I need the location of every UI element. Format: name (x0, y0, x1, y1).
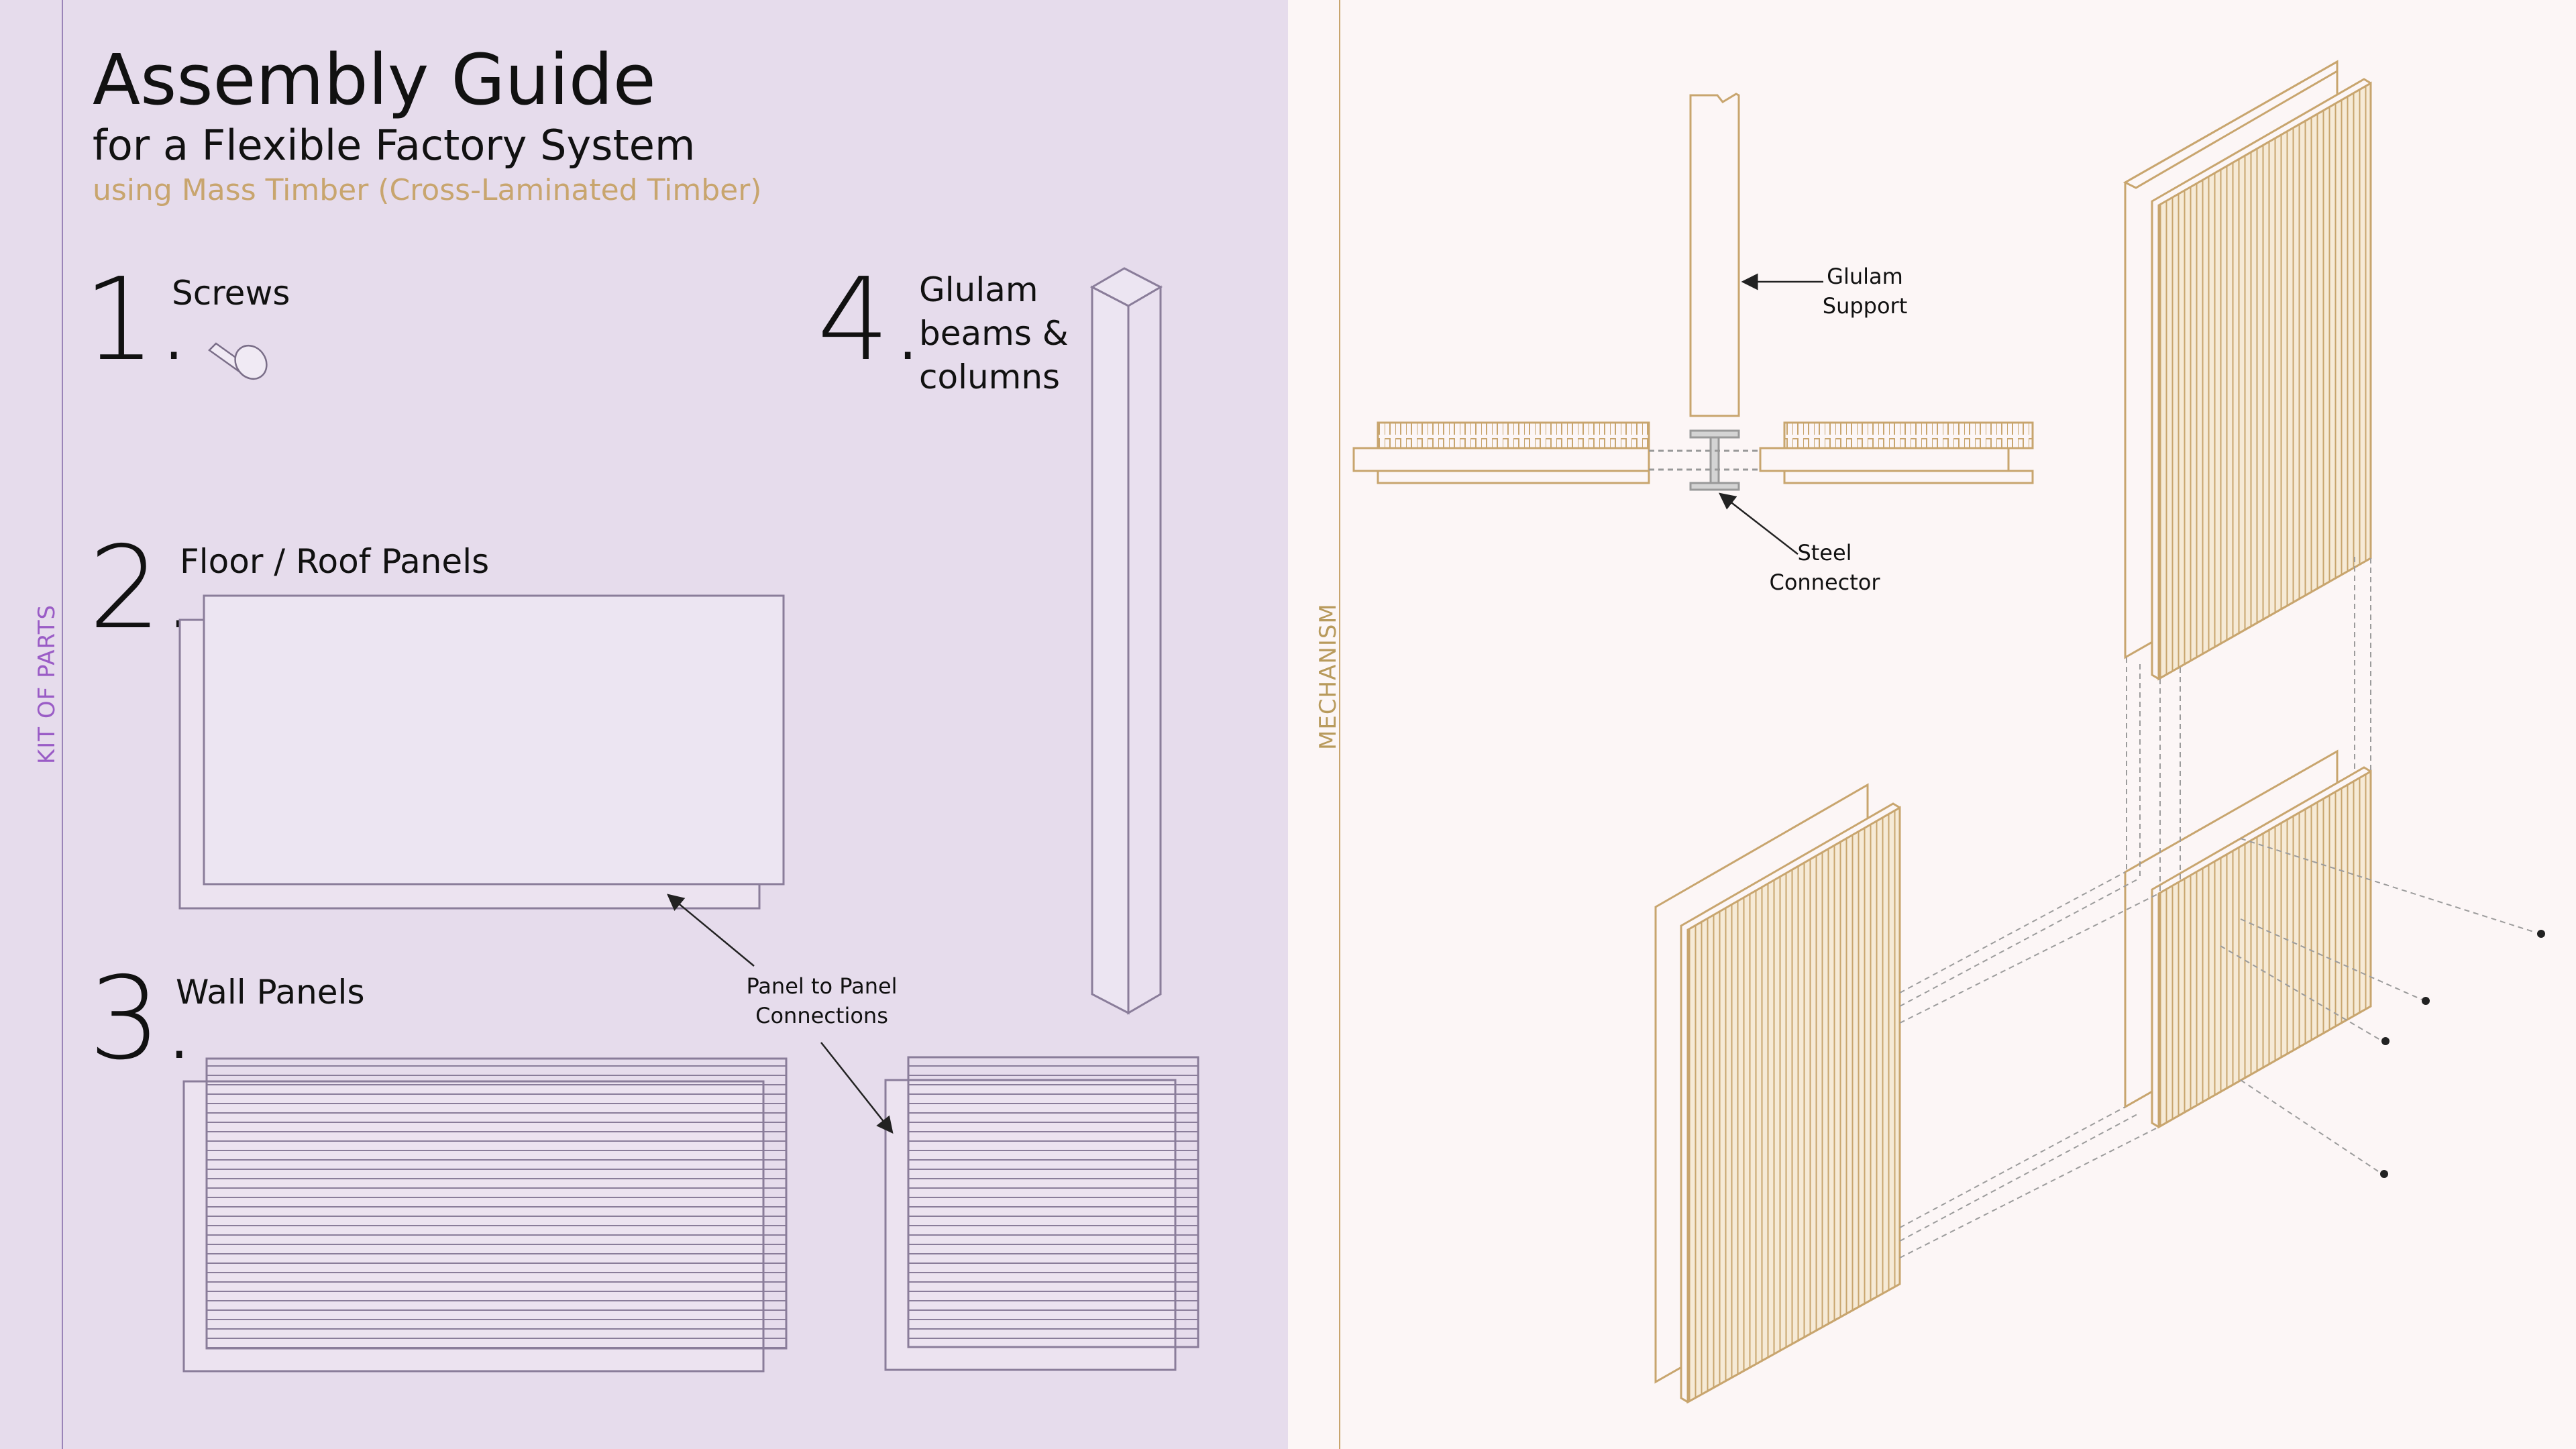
floor-panel-section-left (1352, 421, 1650, 484)
steel-connector-drawing (1649, 429, 1760, 491)
kit-of-parts-panel: KIT OF PARTS Assembly Guide for a Flexib… (0, 0, 1288, 1449)
panel-connections-annotation: Panel to Panel Connections (746, 973, 898, 1028)
kit-divider-line (62, 0, 63, 1449)
wall-panel-small-drawing (884, 1056, 1199, 1371)
mechanism-drawings (1352, 60, 2545, 1404)
steel-connector-annotation: Steel Connector (1769, 540, 1880, 595)
kit-drawings (178, 267, 1199, 1373)
item-number-3: 3. (89, 953, 198, 1085)
item-label-floor-roof-panels: Floor / Roof Panels (180, 542, 490, 581)
floor-roof-panel-drawing (178, 594, 785, 910)
item-label-glulam: Glulam beams & columns (919, 270, 1069, 396)
screw-icon (208, 342, 268, 380)
mechanism-divider-line (1339, 0, 1340, 1449)
item-label-screws: Screws (172, 274, 290, 313)
page-title: Assembly Guide (93, 39, 656, 121)
wall-panel-upper-assembly (2123, 60, 2372, 681)
wall-panel-large-drawing (182, 1057, 788, 1373)
glulam-support-annotation: Glulam Support (1822, 264, 1908, 319)
item-number-1: 1. (83, 254, 193, 386)
mechanism-panel: MECHANISM Glulam Support Steel Connector (1288, 0, 2576, 1449)
glulam-column-drawing (1089, 267, 1163, 1015)
item-number-4: 4. (817, 254, 926, 386)
wall-panel-left-assembly (1654, 783, 1901, 1404)
material-subtitle: using Mass Timber (Cross-Laminated Timbe… (93, 173, 762, 207)
floor-panel-section-right (1759, 421, 2034, 484)
page-subtitle: for a Flexible Factory System (93, 121, 696, 170)
glulam-support-post (1689, 93, 1740, 417)
mechanism-screws (2380, 930, 2545, 1178)
connection-arrows (667, 894, 894, 1134)
alignment-guides (1899, 557, 2536, 1258)
wall-panel-lower-assembly (2124, 749, 2372, 1129)
item-label-wall-panels: Wall Panels (176, 973, 365, 1012)
